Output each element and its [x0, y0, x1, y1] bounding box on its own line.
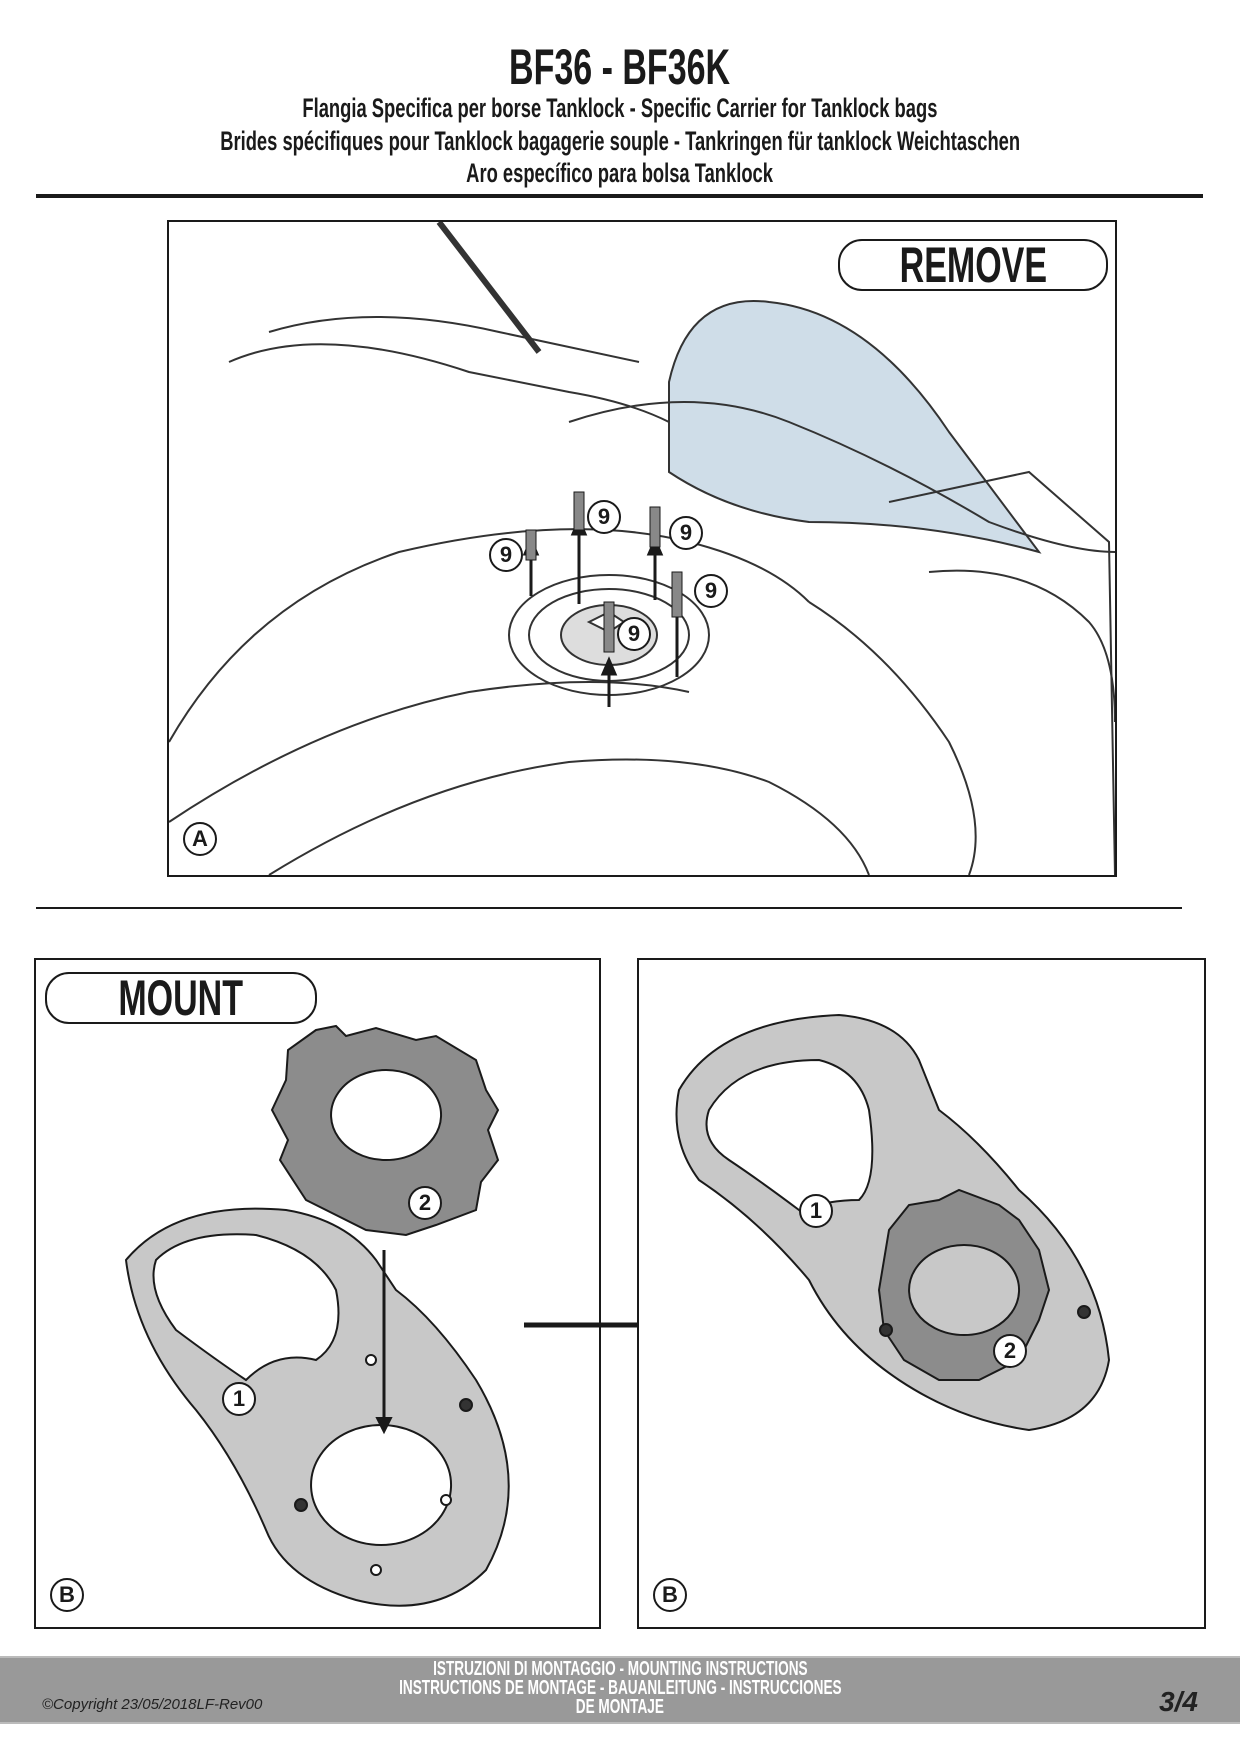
tanklock-ring	[270, 1024, 500, 1237]
screws-and-arrows	[522, 491, 683, 707]
mount-label: MOUNT	[45, 972, 317, 1024]
screw-callout: 9	[587, 500, 621, 534]
screw-callout: 9	[669, 516, 703, 550]
part-callout-ring: 2	[408, 1186, 442, 1220]
flange-plate	[124, 1207, 510, 1607]
part-callout-flange: 1	[222, 1382, 256, 1416]
subtitle-it-en: Flangia Specifica per borse Tanklock - S…	[302, 93, 938, 123]
section-divider	[36, 907, 1182, 909]
part-callout-flange: 1	[799, 1194, 833, 1228]
mount-step-panel-after: 1 2 B	[637, 958, 1206, 1629]
screw-callout: 9	[617, 617, 651, 651]
page-title: BF36 - BF36K	[509, 39, 731, 95]
screw-callout: 9	[489, 538, 523, 572]
footer-bar: ISTRUZIONI DI MONTAGGIO - MOUNTING INSTR…	[0, 1656, 1240, 1724]
copyright: ©Copyright 23/05/2018LF-Rev00	[42, 1696, 263, 1713]
tanklock-ring-mounted	[877, 1188, 1051, 1381]
step-letter-b: B	[653, 1578, 687, 1612]
subtitle-fr-de: Brides spécifiques pour Tanklock bagager…	[220, 126, 1020, 156]
header-rule	[36, 194, 1203, 198]
mount-illustration-before	[124, 1024, 510, 1607]
tank-illustration	[169, 222, 1115, 875]
part-callout-ring: 2	[993, 1334, 1027, 1368]
windscreen	[668, 300, 1042, 554]
mount-illustration-after	[675, 1013, 1111, 1432]
step-letter-a: A	[183, 822, 217, 856]
page-number: 3/4	[1159, 1686, 1198, 1717]
screw-callout: 9	[694, 574, 728, 608]
step-letter-b: B	[50, 1578, 84, 1612]
footer-line-3: DE MONTAJE	[575, 1696, 665, 1718]
mount-step-panel-before: 2 1 B	[34, 958, 601, 1629]
footer-line-1: ISTRUZIONI DI MONTAGGIO - MOUNTING INSTR…	[432, 1658, 808, 1680]
remove-label: REMOVE	[838, 239, 1108, 291]
subtitle-es: Aro específico para bolsa Tanklock	[466, 158, 774, 188]
footer-line-2: INSTRUCTIONS DE MONTAGE - BAUANLEITUNG -…	[398, 1677, 842, 1699]
remove-step-panel: 9 9 9 9 9 A	[167, 220, 1117, 877]
